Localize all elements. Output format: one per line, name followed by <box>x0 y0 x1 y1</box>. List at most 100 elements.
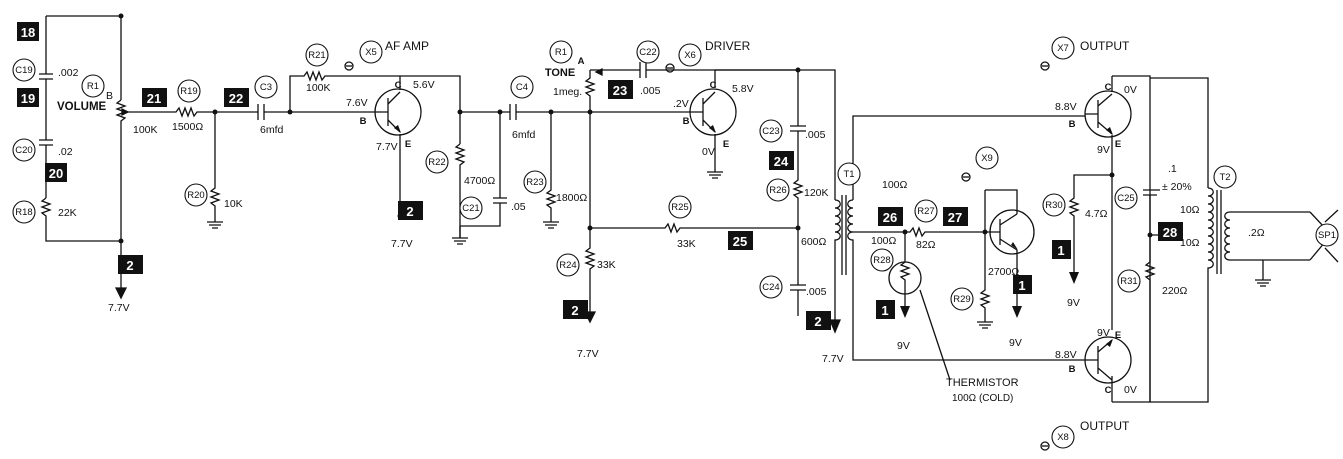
value-r26: 120K <box>804 187 829 199</box>
designator-r18: R18 <box>15 207 32 218</box>
value-r23: 1800Ω <box>556 192 587 204</box>
transistor-x6 <box>689 88 737 136</box>
terminal-x7-c: C <box>1105 82 1112 93</box>
terminal-x5-e: E <box>405 139 411 150</box>
value-r1-tone: 1meg. <box>553 86 582 98</box>
value-c19: .002 <box>58 67 79 79</box>
designator-r1-tone: R1 <box>555 47 567 58</box>
designator-c3: C3 <box>260 82 272 93</box>
value-c21: .05 <box>511 201 526 213</box>
designator-x8: X8 <box>1057 432 1069 443</box>
voltage-x5-collector: 5.6V <box>413 79 435 91</box>
terminal-x6-c: C <box>710 80 717 91</box>
transistor-x7 <box>1084 90 1132 138</box>
voltage-9v-r30: 9V <box>1067 297 1080 309</box>
designator-x5: X5 <box>365 47 377 58</box>
terminal-x5-b: B <box>360 116 367 127</box>
designator-labels: R1 C19 C20 R18 R19 C3 R20 R21 X5 R22 C21… <box>15 43 1336 443</box>
terminal-x7-b: B <box>1069 119 1076 130</box>
designator-c4: C4 <box>516 82 528 93</box>
value-c3: 6mfd <box>260 124 284 136</box>
value-r20: 10K <box>224 198 243 210</box>
designator-r28: R28 <box>873 255 890 266</box>
value-r21: 100K <box>306 82 331 94</box>
designator-r26: R26 <box>769 185 786 196</box>
designator-c21: C21 <box>462 203 479 214</box>
callout-boxes <box>17 22 1183 330</box>
stage-titles: AF AMP DRIVER OUTPUT OUTPUT THERMISTOR 1… <box>385 39 1130 433</box>
designator-t2: T2 <box>1219 172 1230 183</box>
designator-r24: R24 <box>559 260 576 271</box>
terminal-x6-b: B <box>683 116 690 127</box>
designator-r22: R22 <box>428 157 445 168</box>
transistor-x9 <box>985 209 1035 255</box>
value-c4: 6mfd <box>512 129 536 141</box>
label-thermistor-value: 100Ω (COLD) <box>952 393 1013 404</box>
value-labels: B .002 VOLUME .02 22K 100K 1500Ω 6mfd 10… <box>57 56 1265 396</box>
designator-t1: T1 <box>843 169 854 180</box>
value-r25: 33K <box>677 238 696 250</box>
designator-circles <box>12 36 1339 449</box>
value-t1-primary: 600Ω <box>801 236 827 248</box>
value-c22: .005 <box>640 85 661 97</box>
designator-x9: X9 <box>981 153 993 164</box>
callout-2d: 2 <box>814 314 821 329</box>
title-af-amp: AF AMP <box>385 39 429 53</box>
voltage-x7-collector: 0V <box>1124 84 1137 96</box>
callout-1c: 1 <box>1057 243 1064 258</box>
designator-r25: R25 <box>671 202 688 213</box>
voltage-x8-emitter: 9V <box>1097 327 1110 339</box>
designator-r19: R19 <box>180 86 197 97</box>
callout-19: 19 <box>21 91 35 106</box>
label-tone-a: A <box>578 56 585 67</box>
callout-25: 25 <box>733 234 747 249</box>
designator-c24: C24 <box>762 282 779 293</box>
designator-r20: R20 <box>187 190 204 201</box>
callout-28: 28 <box>1163 225 1177 240</box>
terminal-x8-b: B <box>1069 364 1076 375</box>
value-t1-secondary-bottom: 100Ω <box>871 235 897 247</box>
callout-labels: 18 19 20 21 22 2 2 23 24 2 2 25 26 27 1 … <box>21 25 1177 329</box>
transistor-x5 <box>374 88 422 136</box>
title-driver: DRIVER <box>705 39 751 53</box>
terminal-x6-e: E <box>723 139 729 150</box>
value-c25-tolerance: ± 20% <box>1162 181 1192 193</box>
label-r1-wiper: B <box>106 90 113 102</box>
value-c20: .02 <box>58 146 73 158</box>
designator-c22: C22 <box>639 47 656 58</box>
designator-r23: R23 <box>526 177 543 188</box>
value-r1-volume: 100K <box>133 124 158 136</box>
voltage-x8-base: 8.8V <box>1055 349 1077 361</box>
value-r31: 220Ω <box>1162 285 1188 297</box>
voltage-x5-base: 7.6V <box>346 97 368 109</box>
terminal-x8-c: C <box>1105 385 1112 396</box>
designator-c25: C25 <box>1117 193 1134 204</box>
callout-22: 22 <box>229 91 243 106</box>
voltage-x7-emitter: 9V <box>1097 144 1110 156</box>
label-volume: VOLUME <box>57 101 107 113</box>
designator-r29: R29 <box>953 294 970 305</box>
terminal-x8-e: E <box>1115 330 1121 341</box>
value-r29: 2700Ω <box>988 266 1019 278</box>
voltage-7v7-t1: 7.7V <box>822 353 844 365</box>
wiring <box>39 13 1339 403</box>
value-r30: 4.7Ω <box>1085 208 1108 220</box>
callout-1b: 1 <box>1018 278 1025 293</box>
value-t2-upper: 10Ω <box>1180 204 1200 216</box>
callout-2c: 2 <box>571 303 578 318</box>
value-t1-secondary-top: 100Ω <box>882 179 908 191</box>
callout-20: 20 <box>49 166 63 181</box>
voltage-x6-collector: 5.8V <box>732 83 754 95</box>
label-thermistor: THERMISTOR <box>946 377 1019 389</box>
test-point-markers <box>344 61 1050 451</box>
callout-18: 18 <box>21 25 35 40</box>
transistor-x8 <box>1084 336 1132 384</box>
value-r22: 4700Ω <box>464 175 495 187</box>
thermistor-symbol <box>888 261 951 381</box>
value-c23: .005 <box>805 129 826 141</box>
voltage-7v7-tone: 7.7V <box>577 348 599 360</box>
voltage-x6-emitter: 0V <box>702 146 715 158</box>
terminal-x7-e: E <box>1115 139 1121 150</box>
value-sp1: .2Ω <box>1248 227 1265 239</box>
